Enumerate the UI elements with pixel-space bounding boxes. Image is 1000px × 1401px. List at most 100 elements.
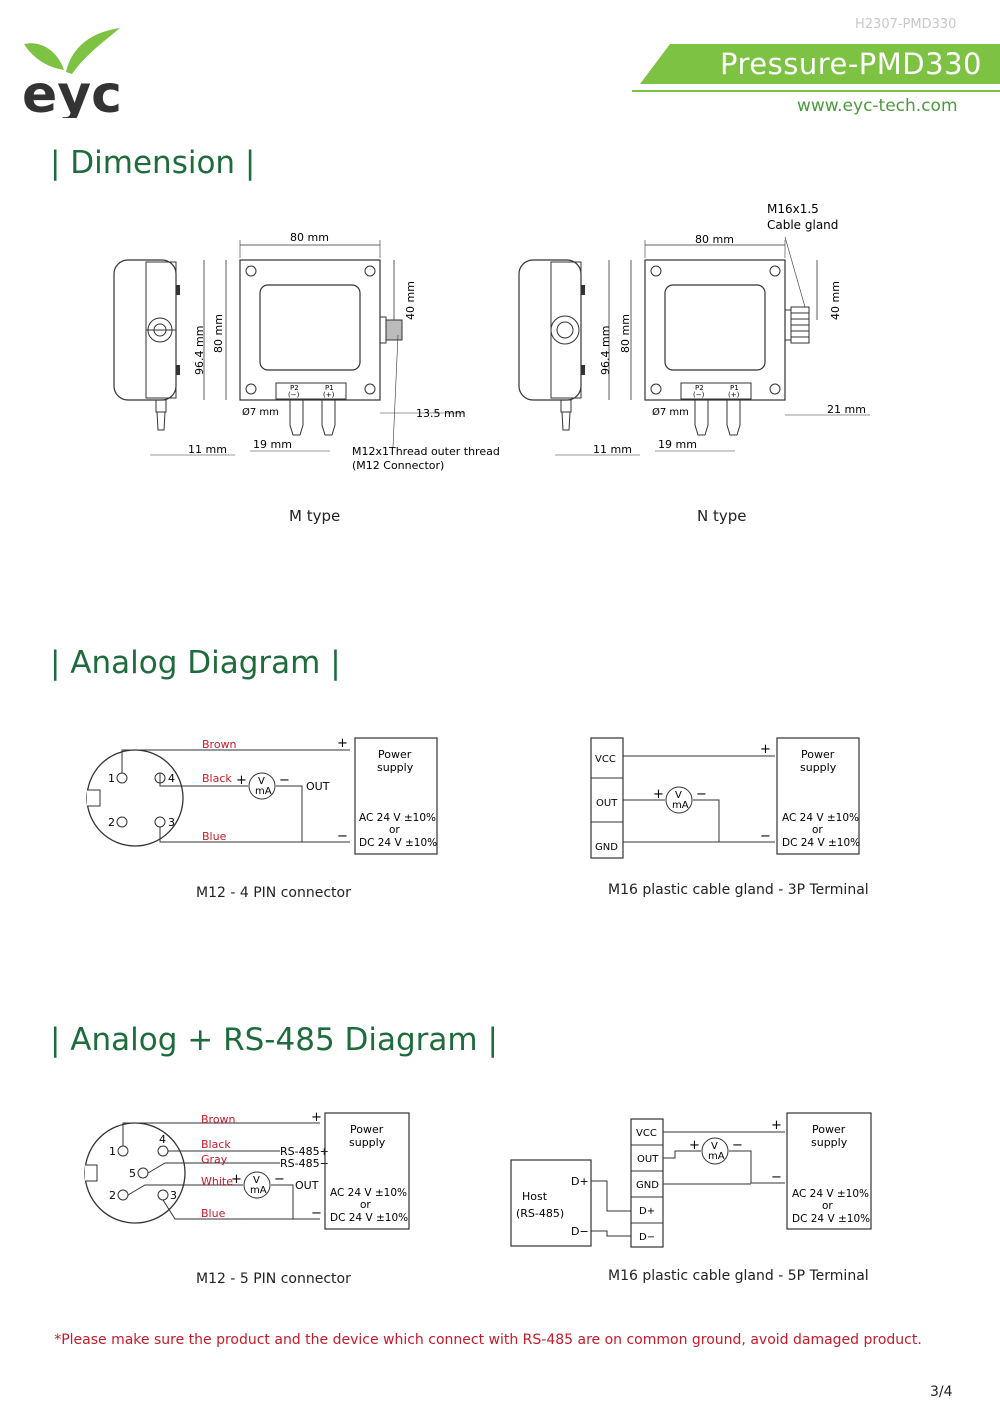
svg-text:Host: Host — [522, 1190, 548, 1203]
document-code: H2307-PMD330 — [855, 17, 957, 32]
caption-analog-m16: M16 plastic cable gland - 3P Terminal — [608, 882, 869, 898]
svg-text:mA: mA — [672, 800, 689, 811]
svg-text:P1: P1 — [325, 384, 334, 392]
svg-text:V: V — [258, 776, 265, 787]
svg-text:Blue: Blue — [201, 1207, 226, 1220]
svg-text:4: 4 — [159, 1133, 166, 1146]
svg-text:D−: D− — [639, 1232, 655, 1243]
caption-rs485-m16: M16 plastic cable gland - 5P Terminal — [608, 1268, 869, 1284]
svg-text:Blue: Blue — [202, 830, 227, 843]
svg-text:D−: D− — [571, 1225, 589, 1238]
svg-text:DC 24 V ±10%: DC 24 V ±10% — [782, 837, 860, 849]
svg-text:96.4 mm: 96.4 mm — [599, 326, 612, 375]
caption-m-type: M type — [289, 507, 341, 525]
svg-text:White: White — [201, 1175, 233, 1188]
svg-text:+: + — [311, 1110, 322, 1125]
svg-text:1: 1 — [108, 772, 115, 785]
svg-text:40 mm: 40 mm — [829, 281, 842, 320]
svg-text:RS-485−: RS-485− — [280, 1157, 329, 1170]
svg-text:+: + — [653, 787, 664, 802]
svg-text:Ø7 mm: Ø7 mm — [242, 406, 279, 418]
svg-text:supply: supply — [349, 1136, 386, 1149]
svg-text:GND: GND — [636, 1180, 659, 1191]
svg-text:80 mm: 80 mm — [619, 314, 632, 353]
svg-text:(+): (+) — [323, 391, 335, 399]
svg-text:Power: Power — [350, 1123, 384, 1136]
logo-leaf-left — [24, 43, 64, 70]
svg-text:DC 24 V ±10%: DC 24 V ±10% — [792, 1213, 870, 1225]
section-title-rs485: | Analog + RS-485 Diagram | — [50, 1022, 498, 1058]
svg-text:−: − — [732, 1138, 743, 1153]
svg-text:96.4 mm: 96.4 mm — [193, 326, 206, 375]
svg-text:1: 1 — [109, 1145, 116, 1158]
svg-text:AC 24 V ±10%: AC 24 V ±10% — [782, 812, 859, 824]
svg-text:21 mm: 21 mm — [827, 403, 866, 416]
caption-analog-m12: M12 - 4 PIN connector — [196, 885, 351, 901]
svg-text:3: 3 — [168, 816, 175, 829]
svg-text:M16x1.5: M16x1.5 — [767, 202, 819, 216]
rs485-m12-wiring-diagram: 1 4 5 2 3 Brown Black Gray White Blue RS… — [84, 1110, 410, 1230]
svg-text:(−): (−) — [288, 391, 300, 399]
svg-text:mA: mA — [255, 786, 272, 797]
product-title: Pressure-PMD330 — [720, 47, 982, 81]
svg-text:Power: Power — [378, 748, 412, 761]
analog-m12-wiring-diagram: 1 4 2 3 Brown Black Blue V mA + − OUT + … — [86, 736, 438, 855]
svg-text:19 mm: 19 mm — [658, 438, 697, 451]
rs485-m16-wiring-diagram: Host (RS-485) D+ D− VCC OUT GND D+ D− V … — [510, 1112, 872, 1248]
svg-text:P1: P1 — [730, 384, 739, 392]
svg-text:OUT: OUT — [596, 798, 618, 809]
svg-text:OUT: OUT — [637, 1154, 659, 1165]
svg-text:11 mm: 11 mm — [188, 443, 227, 456]
svg-text:AC 24 V ±10%: AC 24 V ±10% — [330, 1187, 407, 1199]
svg-text:Power: Power — [801, 748, 835, 761]
svg-text:80 mm: 80 mm — [212, 314, 225, 353]
svg-text:D+: D+ — [571, 1175, 589, 1188]
svg-text:80 mm: 80 mm — [695, 233, 734, 246]
banner-underline — [632, 90, 1000, 92]
svg-text:−: − — [337, 829, 348, 844]
product-title-banner: Pressure-PMD330 — [640, 44, 1000, 84]
svg-text:M12x1Thread outer thread: M12x1Thread outer thread — [352, 445, 500, 458]
dimension-drawing-m-type: P2 (−) P1 (+) 80 mm 96.4 mm 80 mm 40 mm … — [113, 231, 500, 472]
svg-text:VCC: VCC — [636, 1128, 657, 1139]
svg-text:V: V — [711, 1141, 718, 1152]
svg-text:DC 24 V ±10%: DC 24 V ±10% — [359, 837, 437, 849]
svg-text:Power: Power — [812, 1123, 846, 1136]
svg-text:VCC: VCC — [595, 754, 616, 765]
svg-text:P2: P2 — [290, 384, 299, 392]
logo-leaf-right — [66, 28, 120, 74]
svg-text:−: − — [760, 829, 771, 844]
svg-text:+: + — [231, 1172, 242, 1187]
svg-text:or: or — [812, 824, 823, 836]
svg-text:mA: mA — [250, 1185, 267, 1196]
svg-text:Black: Black — [202, 772, 232, 785]
svg-text:Brown: Brown — [202, 738, 237, 751]
svg-text:+: + — [236, 773, 247, 788]
dimension-drawing-n-type: P2 (−) P1 (+) 80 mm 96.4 mm 80 mm 40 mm … — [518, 202, 870, 456]
svg-text:5: 5 — [129, 1167, 136, 1180]
svg-text:Gray: Gray — [201, 1153, 228, 1166]
svg-text:(+): (+) — [728, 391, 740, 399]
svg-text:Brown: Brown — [201, 1113, 236, 1126]
svg-text:(−): (−) — [693, 391, 705, 399]
svg-text:DC 24 V ±10%: DC 24 V ±10% — [330, 1212, 408, 1224]
svg-text:(RS-485): (RS-485) — [516, 1207, 564, 1220]
caption-n-type: N type — [697, 507, 747, 525]
svg-text:OUT: OUT — [306, 780, 330, 793]
svg-text:AC 24 V ±10%: AC 24 V ±10% — [792, 1188, 869, 1200]
page-number: 3/4 — [930, 1384, 953, 1400]
svg-text:40 mm: 40 mm — [404, 281, 417, 320]
eyc-logo: eyc — [22, 28, 122, 118]
svg-text:−: − — [771, 1170, 782, 1185]
svg-text:D+: D+ — [639, 1206, 655, 1217]
svg-text:P2: P2 — [695, 384, 704, 392]
common-ground-note: *Please make sure the product and the de… — [54, 1332, 922, 1348]
website-link[interactable]: www.eyc-tech.com — [797, 96, 958, 116]
svg-text:supply: supply — [377, 761, 414, 774]
svg-text:V: V — [675, 790, 682, 801]
svg-text:Black: Black — [201, 1138, 231, 1151]
svg-text:supply: supply — [811, 1136, 848, 1149]
logo-text: eyc — [22, 65, 122, 118]
svg-text:+: + — [771, 1118, 782, 1133]
svg-text:or: or — [389, 824, 400, 836]
